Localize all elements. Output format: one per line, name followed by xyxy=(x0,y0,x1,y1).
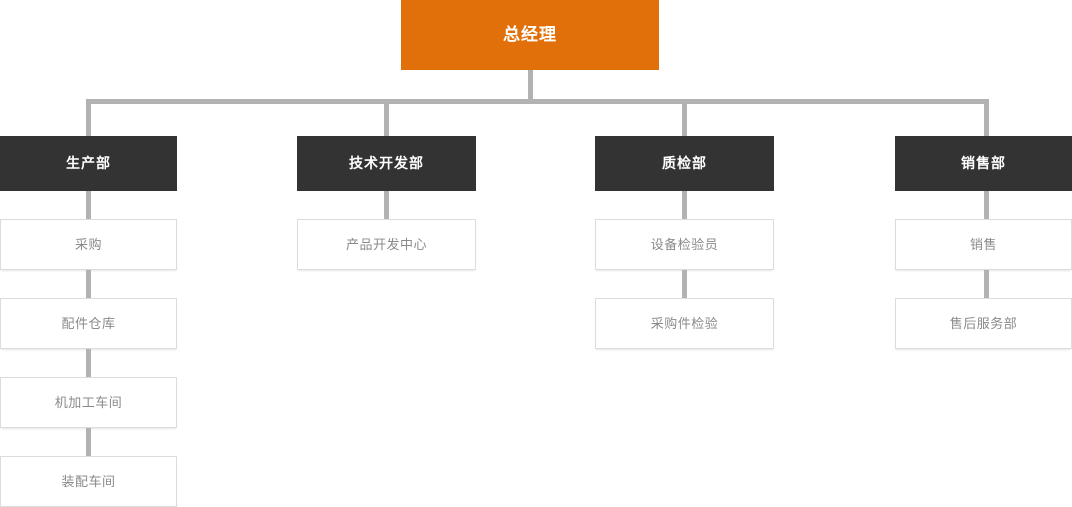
node-department-1-label: 技术开发部 xyxy=(349,155,424,172)
node-department-0-child-0[interactable]: 采购 xyxy=(0,219,177,270)
connector-bus-drop-1 xyxy=(86,99,91,136)
node-department-0-child-0-label: 采购 xyxy=(74,236,102,252)
node-department-3-child-0-label: 销售 xyxy=(969,236,997,252)
node-department-0-child-2-label: 机加工车间 xyxy=(54,394,123,410)
node-department-0-label: 生产部 xyxy=(66,155,111,172)
connector-dept0-child3 xyxy=(86,428,91,456)
node-root-general-manager[interactable]: 总经理 xyxy=(401,0,659,70)
node-department-3[interactable]: 销售部 xyxy=(895,136,1072,191)
connector-bus-drop-2 xyxy=(384,99,389,136)
node-department-2-label: 质检部 xyxy=(662,155,707,172)
connector-dept0-child2 xyxy=(86,349,91,377)
connector-dept0-child1 xyxy=(86,270,91,298)
node-department-0-child-3[interactable]: 装配车间 xyxy=(0,456,177,507)
connector-dept3-child1 xyxy=(984,270,989,298)
connector-dept3-child0 xyxy=(984,191,989,219)
node-department-0[interactable]: 生产部 xyxy=(0,136,177,191)
node-department-0-child-1-label: 配件仓库 xyxy=(61,315,116,331)
connector-horizontal-bus xyxy=(86,99,989,104)
node-department-2-child-0-label: 设备检验员 xyxy=(650,236,719,252)
node-department-0-child-2[interactable]: 机加工车间 xyxy=(0,377,177,428)
node-department-3-label: 销售部 xyxy=(961,155,1006,172)
node-root-label: 总经理 xyxy=(503,24,557,44)
connector-bus-drop-3 xyxy=(682,99,687,136)
node-department-2[interactable]: 质检部 xyxy=(595,136,774,191)
node-department-1-child-0[interactable]: 产品开发中心 xyxy=(297,219,476,270)
node-department-1-child-0-label: 产品开发中心 xyxy=(345,236,427,252)
node-department-1[interactable]: 技术开发部 xyxy=(297,136,476,191)
connector-dept1-child0 xyxy=(384,191,389,219)
connector-root-stem xyxy=(528,70,533,103)
node-department-0-child-1[interactable]: 配件仓库 xyxy=(0,298,177,349)
node-department-2-child-1-label: 采购件检验 xyxy=(650,315,719,331)
connector-dept0-child0 xyxy=(86,191,91,219)
node-department-3-child-1-label: 售后服务部 xyxy=(949,315,1018,331)
node-department-2-child-1[interactable]: 采购件检验 xyxy=(595,298,774,349)
connector-bus-drop-4 xyxy=(984,99,989,136)
connector-dept2-child1 xyxy=(682,270,687,298)
connector-dept2-child0 xyxy=(682,191,687,219)
node-department-3-child-1[interactable]: 售后服务部 xyxy=(895,298,1072,349)
node-department-0-child-3-label: 装配车间 xyxy=(61,473,116,489)
node-department-2-child-0[interactable]: 设备检验员 xyxy=(595,219,774,270)
node-department-3-child-0[interactable]: 销售 xyxy=(895,219,1072,270)
